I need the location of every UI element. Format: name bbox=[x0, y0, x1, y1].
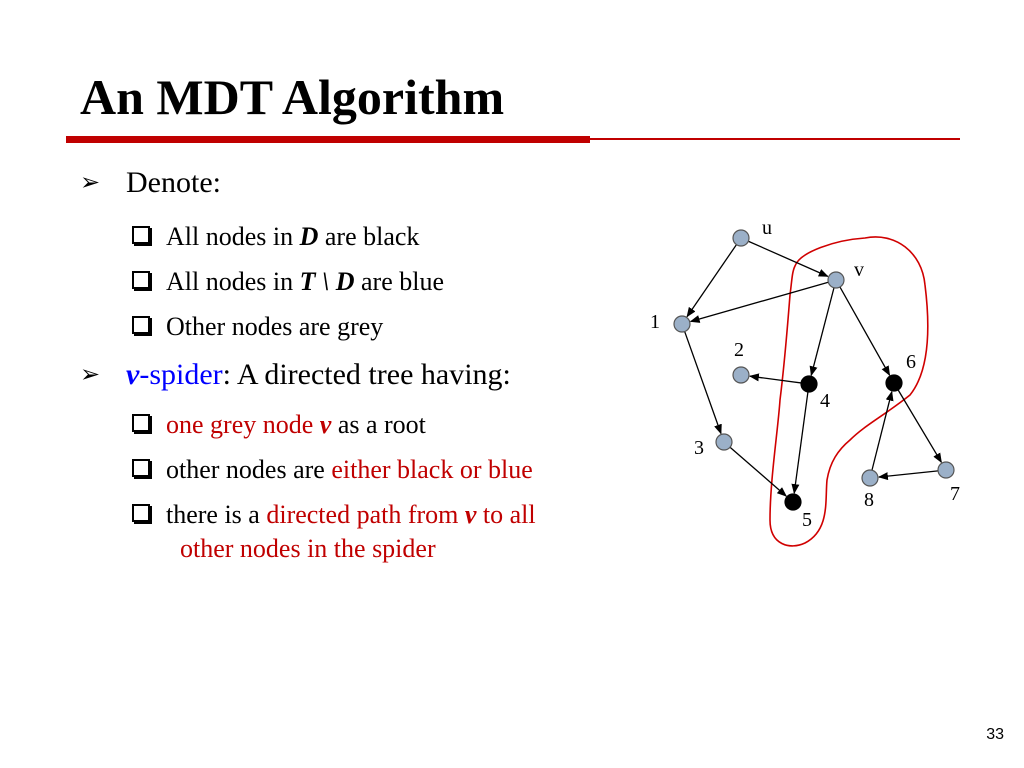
checkbox-bullet-icon bbox=[132, 226, 150, 244]
edge-v-to-6 bbox=[839, 286, 891, 377]
node-3 bbox=[715, 433, 733, 451]
edge-6-to-7 bbox=[897, 389, 942, 464]
title-underline-thin bbox=[590, 138, 960, 140]
edge-3-to-5 bbox=[729, 446, 787, 497]
node-4 bbox=[800, 375, 818, 393]
edge-v-to-4 bbox=[809, 287, 835, 377]
arrow-bullet-icon: ➢ bbox=[80, 168, 101, 196]
node-label-6: 6 bbox=[906, 351, 916, 373]
spider-item-path: there is a directed path from v to all bbox=[132, 498, 536, 532]
node-label-u: u bbox=[762, 217, 772, 239]
node-5 bbox=[784, 493, 802, 511]
denote-item-grey: Other nodes are grey bbox=[132, 310, 383, 344]
node-label-1: 1 bbox=[650, 311, 660, 333]
edge-1-to-3 bbox=[684, 331, 722, 435]
node-label-3: 3 bbox=[694, 437, 704, 459]
node-label-8: 8 bbox=[864, 489, 874, 511]
node-label-5: 5 bbox=[802, 509, 812, 531]
spider-graph-diagram: u v 1 2 3 4 5 6 7 8 bbox=[650, 217, 960, 547]
node-label-4: 4 bbox=[820, 390, 830, 412]
edge-8-to-6 bbox=[871, 390, 894, 471]
spider-item-root: one grey node v as a root bbox=[132, 408, 426, 442]
node-6 bbox=[885, 374, 903, 392]
node-label-7: 7 bbox=[950, 483, 960, 505]
denote-item-black: All nodes in D are black bbox=[132, 220, 419, 254]
edge-u-to-1 bbox=[686, 244, 738, 318]
node-u bbox=[732, 229, 750, 247]
checkbox-bullet-icon bbox=[132, 504, 150, 522]
checkbox-bullet-icon bbox=[132, 271, 150, 289]
node-8 bbox=[861, 469, 879, 487]
checkbox-bullet-icon bbox=[132, 316, 150, 334]
edge-u-to-v bbox=[748, 240, 829, 277]
spider-item-nodes: other nodes are either black or blue bbox=[132, 453, 533, 487]
title-underline-thick bbox=[66, 136, 590, 143]
edge-4-to-2 bbox=[748, 373, 802, 384]
edge-4-to-5 bbox=[791, 391, 809, 495]
edge-7-to-8 bbox=[877, 470, 939, 481]
denote-item-blue: All nodes in T \ D are blue bbox=[132, 265, 444, 299]
checkbox-bullet-icon bbox=[132, 459, 150, 477]
node-2 bbox=[732, 366, 750, 384]
node-1 bbox=[673, 315, 691, 333]
edge-v-to-1 bbox=[689, 281, 829, 323]
bullet-spider: ➢v-spider: A directed tree having: bbox=[80, 358, 511, 391]
spider-outline bbox=[769, 236, 929, 547]
slide-number: 33 bbox=[986, 726, 1004, 743]
node-label-v: v bbox=[854, 259, 864, 281]
slide-title: An MDT Algorithm bbox=[80, 69, 505, 125]
node-label-2: 2 bbox=[734, 339, 744, 361]
arrow-bullet-icon: ➢ bbox=[80, 360, 101, 388]
bullet-denote: ➢Denote: bbox=[80, 166, 221, 199]
node-7 bbox=[937, 461, 955, 479]
spider-item-path-continued: other nodes in the spider bbox=[180, 534, 436, 563]
node-v bbox=[827, 271, 845, 289]
checkbox-bullet-icon bbox=[132, 414, 150, 432]
